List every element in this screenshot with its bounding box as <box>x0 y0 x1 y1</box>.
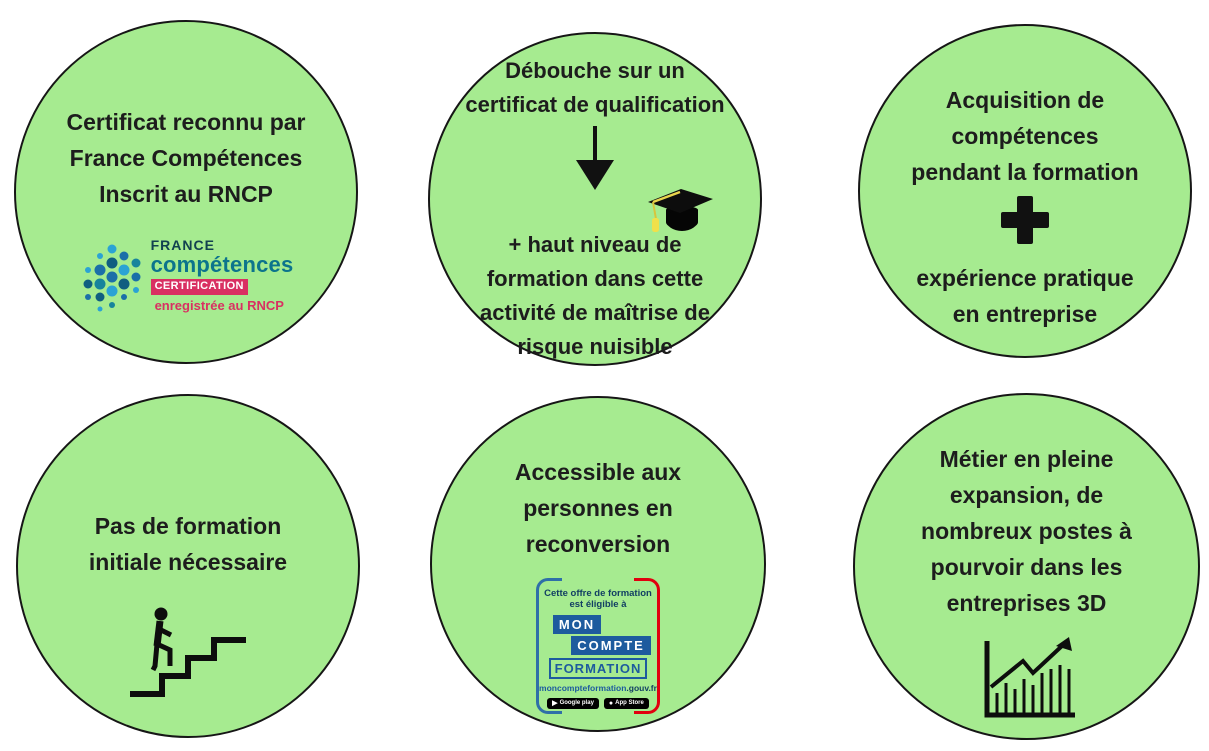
bubble-text-line: activité de maîtrise de <box>480 300 710 325</box>
bubble-pas-de-formation: Pas de formation initiale nécessaire <box>16 394 360 738</box>
mon-compte-formation-logo: Cette offre de formation est éligible à … <box>536 578 660 714</box>
mcf-header-line2: est éligible à <box>569 599 627 610</box>
apple-icon: ● <box>608 700 614 707</box>
mcf-url-gouv: .gouv.fr <box>626 683 657 693</box>
google-play-label: Google play <box>559 700 594 706</box>
bubble-text-line: certificat de qualification <box>465 92 725 117</box>
bubble-text-line: nombreux postes à <box>921 518 1132 544</box>
mcf-url: moncompteformation.gouv.fr <box>539 684 657 693</box>
mcf-word-formation: FORMATION <box>548 658 648 679</box>
bubble-text-line: Inscrit au RNCP <box>99 181 273 207</box>
bubble-text-line: pourvoir dans les <box>930 554 1123 580</box>
bubble-reconversion: Accessible aux personnes en reconversion… <box>430 396 766 732</box>
bubble-certificat-rncp: Certificat reconnu par France Compétence… <box>14 20 358 364</box>
app-store-badge: ●App Store <box>603 698 649 709</box>
bubble-text-line: personnes en <box>523 495 673 521</box>
bubble-text-line: formation dans cette <box>486 266 704 291</box>
bubble-text-line: initiale nécessaire <box>88 549 288 575</box>
bubble-text-line: Pas de formation <box>94 513 282 539</box>
graduation-cap-icon <box>648 189 713 232</box>
france-competences-text: FRANCE compétences CERTIFICATION enregis… <box>150 230 294 313</box>
bubble-text-line: entreprises 3D <box>946 590 1107 616</box>
bubble-text-line: Accessible aux <box>514 459 682 485</box>
bubble-text-line: risque nuisible <box>517 334 673 359</box>
bubble-text-line: Débouche sur un <box>505 58 685 83</box>
france-competences-dots-icon <box>83 244 141 312</box>
bubble-certificat-qualification: Débouche sur un certificat de qualificat… <box>428 32 762 366</box>
bubble-text-line: + haut niveau de <box>508 232 682 257</box>
bubble-text-line: compétences <box>951 123 1099 149</box>
growth-chart-icon <box>984 637 1075 718</box>
certification-badge: CERTIFICATION <box>150 279 248 295</box>
bubble-text-line: en entreprise <box>952 301 1098 327</box>
down-arrow-icon <box>576 126 614 190</box>
bubble-text-line: France Compétences <box>69 145 303 171</box>
bubble-text-line: expérience pratique <box>916 265 1134 291</box>
bubble-text-line: reconversion <box>525 531 671 557</box>
mcf-word-compte: COMPTE <box>571 636 651 655</box>
france-competences-line1: FRANCE <box>150 237 215 253</box>
app-store-label: App Store <box>615 700 644 706</box>
stairs-climb-icon <box>130 607 246 697</box>
mcf-word-mon: MON <box>552 615 602 634</box>
bubble-text-line: expansion, de <box>949 482 1104 508</box>
mcf-blue-bracket <box>536 578 562 714</box>
mcf-url-domain: moncompteformation <box>539 683 627 693</box>
france-competences-logo: FRANCE compétences CERTIFICATION enregis… <box>79 230 294 313</box>
plus-icon <box>1001 196 1049 244</box>
france-competences-line2: compétences <box>150 252 294 277</box>
mcf-header-line1: Cette offre de formation <box>544 588 652 599</box>
bubble-text-line: pendant la formation <box>911 159 1139 185</box>
bubble-text-line: Métier en pleine <box>939 446 1114 472</box>
bubble-text-line: Certificat reconnu par <box>66 109 306 135</box>
bubble2-middle-zone <box>430 122 760 232</box>
rncp-subtitle: enregistrée au RNCP <box>154 298 284 313</box>
mcf-red-bracket <box>634 578 660 714</box>
bubble-acquisition-competences: Acquisition de compétences pendant la fo… <box>858 24 1192 358</box>
bubble-metier-expansion: Métier en pleine expansion, de nombreux … <box>853 393 1200 740</box>
bubble-text-line: Acquisition de <box>945 87 1105 113</box>
